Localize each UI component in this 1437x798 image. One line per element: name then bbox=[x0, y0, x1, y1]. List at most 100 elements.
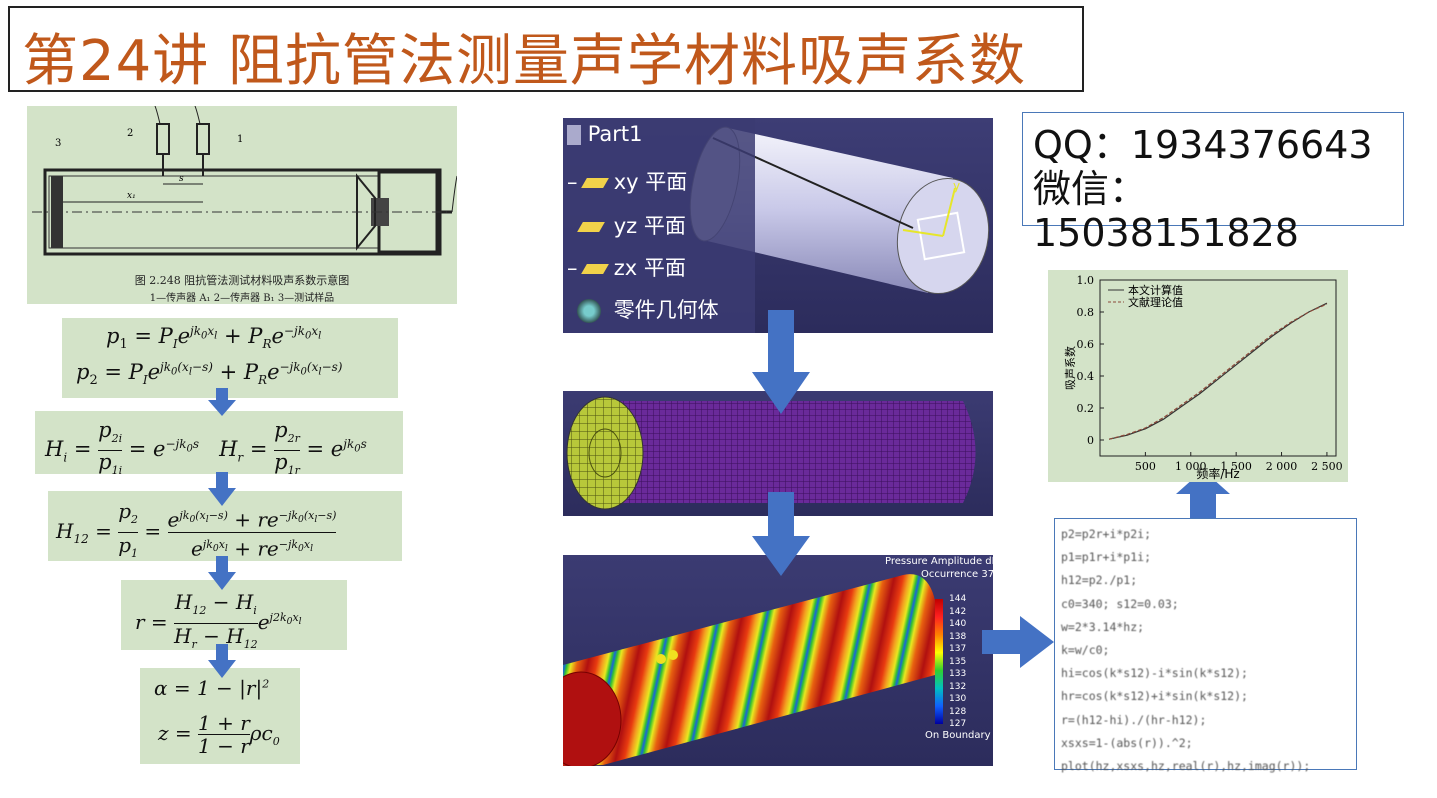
schematic-legend: 1—传声器 A₁ 2—传声器 B₁ 3—测试样品 bbox=[149, 293, 335, 304]
y-axis-label: 吸声系数 bbox=[1063, 346, 1077, 390]
arrow-down-icon bbox=[208, 472, 236, 506]
x-tick-label: 2 000 bbox=[1266, 460, 1298, 473]
part-icon bbox=[567, 125, 581, 145]
absorption-chart-panel: 0 0.2 0.4 0.6 0.8 1.0 500 1 000 1 500 2 000 2 500… bbox=[1048, 270, 1348, 482]
mesh-cylinder bbox=[566, 396, 976, 510]
color-scale-bar bbox=[935, 599, 943, 724]
scale-label: 133 bbox=[949, 669, 967, 679]
code-line: xsxs=1-(abs(r)).^2; bbox=[1061, 735, 1193, 750]
x-tick-label: 1 500 bbox=[1220, 460, 1252, 473]
plot-frame bbox=[1099, 279, 1337, 457]
matlab-code-box: p2=p2r+i*p2i; p1=p1r+i*p1i; h12=p2./p1; c0=… bbox=[1054, 518, 1357, 773]
x-tick-label: 2 500 bbox=[1311, 460, 1343, 473]
scale-label: 138 bbox=[949, 631, 967, 642]
tree-item-body[interactable]: 零件几何体 bbox=[567, 294, 719, 324]
legend-header: Pressure Amplitude dB( bbox=[885, 556, 1003, 567]
y-tick-label: 0.2 bbox=[1077, 402, 1095, 415]
plane-icon: – bbox=[567, 170, 609, 194]
absorption-chart: 0 0.2 0.4 0.6 0.8 1.0 500 1 000 1 500 2 000 2 500… bbox=[1063, 274, 1343, 481]
label-s: s bbox=[179, 174, 184, 184]
eq-p2: p2 = PIejk0(xl−s) + PRe−jk0(xl−s) bbox=[76, 360, 343, 389]
mic-point bbox=[656, 654, 666, 664]
scale-label: 128 bbox=[949, 706, 967, 717]
code-line: p2=p2r+i*p2i; bbox=[1061, 527, 1152, 541]
tree-item-label: yz 平面 bbox=[613, 214, 686, 238]
tree-item-xy[interactable]: – xy 平面 bbox=[567, 166, 687, 196]
label-mic-a-number: 1 bbox=[237, 134, 243, 145]
x-tick-label: 500 bbox=[1135, 460, 1156, 473]
code-line: c0=340; s12=0.03; bbox=[1061, 596, 1179, 611]
scale-label: 130 bbox=[949, 694, 967, 704]
axis-y-label: y bbox=[953, 179, 960, 193]
legend-label: 文献理论值 bbox=[1128, 295, 1183, 309]
acoustic-result-panel: Pressure Amplitude dB( Occurrence 37 144… bbox=[540, 555, 1002, 769]
code-line: plot(hz,xsxs,hz,real(r),hz,imag(r)); bbox=[1061, 759, 1311, 774]
label-x1: x₁ bbox=[127, 191, 136, 201]
title-box: 第24讲 阻抗管法测量声学材料吸声系数 bbox=[8, 6, 1084, 94]
scale-label: 142 bbox=[949, 606, 967, 617]
label-sample-number: 3 bbox=[55, 138, 61, 149]
y-tick-label: 1.0 bbox=[1077, 274, 1095, 287]
tree-item-label: zx 平面 bbox=[613, 256, 686, 280]
impedance-tube-schematic: 3 2 1 x₁ s 图 2.248 阻抗管法测试材料吸声系数示意图 1—传声器… bbox=[27, 105, 458, 304]
plane-icon: – bbox=[567, 256, 609, 280]
schematic-caption: 图 2.248 阻抗管法测试材料吸声系数示意图 bbox=[134, 274, 350, 287]
plane-icon bbox=[567, 214, 607, 238]
legend-subheader: Occurrence 37 bbox=[921, 569, 995, 580]
arrow-right-icon bbox=[982, 616, 1054, 668]
x-tick-label: 1 000 bbox=[1175, 460, 1207, 473]
code-line: hi=cos(k*s12)-i*sin(k*s12); bbox=[1061, 666, 1248, 681]
eq-p1: p1 = PIejk0xl + PRe−jk0xl bbox=[106, 324, 322, 353]
legend-footer: On Boundary bbox=[925, 730, 991, 741]
code-line: hr=cos(k*s12)+i*sin(k*s12); bbox=[1061, 689, 1248, 704]
tube-diagram: 3 2 1 x₁ s bbox=[32, 105, 458, 256]
arrow-down-icon bbox=[752, 492, 810, 576]
label-mic-b-number: 2 bbox=[127, 128, 133, 139]
body-gear-icon bbox=[567, 298, 607, 323]
eq-alpha: α = 1 − |r|2 bbox=[154, 676, 270, 700]
code-line: r=(h12-hi)./(hr-h12); bbox=[1061, 712, 1207, 727]
scale-label: 127 bbox=[949, 719, 967, 729]
arrow-down-icon bbox=[208, 388, 236, 416]
y-tick-label: 0 bbox=[1087, 434, 1094, 447]
tree-item-label: xy 平面 bbox=[613, 170, 688, 194]
code-line: k=w/c0; bbox=[1061, 643, 1110, 658]
wechat-contact: 微信：15038151828 bbox=[1033, 167, 1299, 255]
y-tick-label: 0.6 bbox=[1077, 338, 1095, 351]
arrow-down-icon bbox=[208, 644, 236, 678]
contact-box: QQ：1934376643 微信：15038151828 bbox=[1022, 112, 1404, 255]
code-line: p1=p1r+i*p1i; bbox=[1061, 550, 1152, 565]
arrow-up-icon bbox=[1176, 470, 1230, 528]
equation-p1-p2: p1 = PIejk0xl + PRe−jk0xl p2 = PIejk0(xl… bbox=[62, 318, 398, 398]
arrow-down-icon bbox=[752, 310, 810, 414]
scale-label: 144 bbox=[949, 594, 967, 604]
y-tick-label: 0.4 bbox=[1077, 370, 1095, 383]
series-line bbox=[1108, 303, 1328, 440]
scale-label: 140 bbox=[949, 619, 967, 629]
x-axis-label: 频率/Hz bbox=[1196, 466, 1239, 481]
code-line: h12=p2./p1; bbox=[1061, 573, 1138, 588]
y-tick-label: 0.8 bbox=[1077, 306, 1095, 319]
tree-item-label: 零件几何体 bbox=[613, 298, 719, 322]
scale-label: 137 bbox=[949, 644, 967, 654]
arrow-down-icon bbox=[208, 556, 236, 590]
legend-label: 本文计算值 bbox=[1128, 283, 1183, 297]
tree-item-zx[interactable]: – zx 平面 bbox=[567, 252, 686, 282]
scale-label: 135 bbox=[949, 656, 967, 667]
code-line: w=2*3.14*hz; bbox=[1061, 619, 1145, 634]
code-lines: p2=p2r+i*p2i; p1=p1r+i*p1i; h12=p2./p1; c0=… bbox=[1061, 523, 1350, 778]
tree-root-label: Part1 bbox=[587, 122, 643, 146]
page-title: 第24讲 阻抗管法测量声学材料吸声系数 bbox=[22, 29, 1027, 94]
tree-root[interactable]: Part1 bbox=[567, 122, 643, 146]
cad-model-panel: y Part1 – xy 平面 yz 平面 – zx 平面 零件几何体 bbox=[563, 118, 993, 333]
tree-item-yz[interactable]: yz 平面 bbox=[567, 210, 686, 240]
